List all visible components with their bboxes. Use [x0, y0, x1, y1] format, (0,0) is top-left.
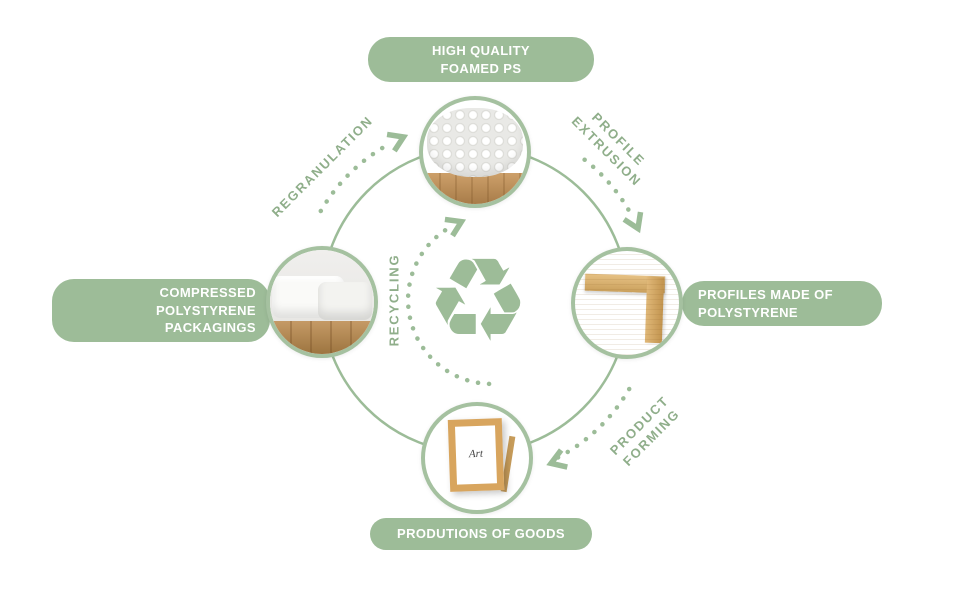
recycling-arrow-icon	[444, 216, 467, 238]
product-forming-arrow-icon	[546, 448, 568, 470]
label-productions-of-goods: PRODUTIONS OF GOODS	[370, 518, 592, 550]
label-compressed-polystyrene-packagings: COMPRESSED POLYSTYRENE PACKAGINGS	[52, 279, 270, 342]
profile-extrusion-dotted-arc	[582, 157, 632, 214]
frame-art-text: Art	[468, 447, 484, 461]
compressed-polystyrene-packaging-photo	[266, 246, 378, 358]
polystyrene-profile-corner-photo	[571, 247, 683, 359]
label-profiles-made-of-polystyrene: PROFILES MADE OF POLYSTYRENE	[682, 281, 882, 327]
label-left-line1: COMPRESSED POLYSTYRENE	[155, 285, 256, 318]
label-left-line2: PACKAGINGS	[164, 320, 256, 336]
regranulation-dotted-arc	[318, 143, 389, 214]
picture-frame-product-photo: Art	[421, 402, 533, 514]
product-forming-dotted-arc	[550, 386, 632, 463]
wood-table-texture	[423, 172, 527, 204]
label-right-line1: PROFILES MADE OF	[698, 287, 833, 302]
picture-frame: Art	[447, 418, 505, 492]
wood-floor-texture	[270, 320, 374, 354]
recycling-symbol-icon: ♻	[426, 233, 530, 369]
recycling-dotted-arc	[405, 223, 492, 387]
regranulation-arrow-icon	[386, 131, 409, 153]
foamed-ps-granules-photo	[419, 96, 531, 208]
step-label-recycling: RECYCLING	[386, 253, 402, 347]
label-top-line1: HIGH QUALITY	[432, 43, 530, 58]
label-top-line2: FOAMED PS	[440, 60, 522, 76]
wood-grain-overlay	[575, 251, 679, 355]
profile-extrusion-arrow-icon	[622, 211, 644, 234]
foam-beads-texture	[427, 108, 523, 177]
label-high-quality-foamed-ps: HIGH QUALITY FOAMED PS	[368, 37, 594, 83]
polystyrene-bale	[318, 282, 372, 320]
label-right-line2: POLYSTYRENE	[698, 304, 799, 320]
